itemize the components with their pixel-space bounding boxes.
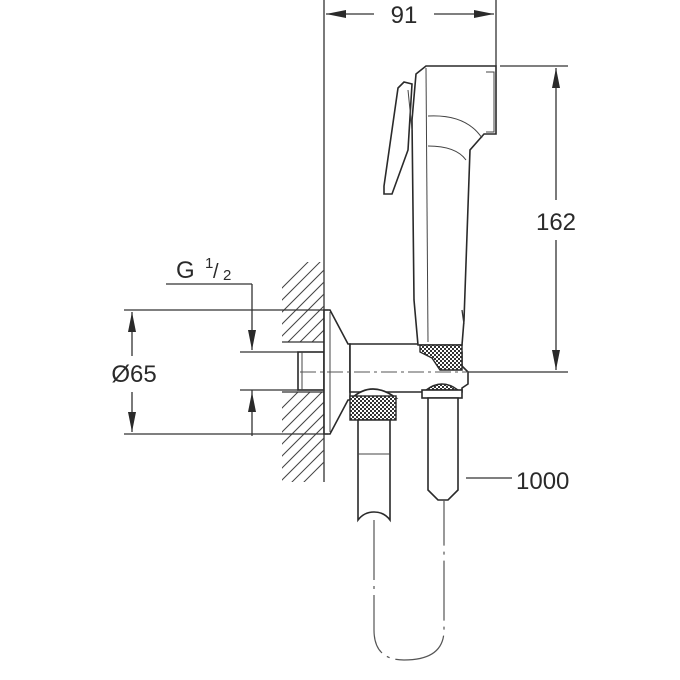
dimension-flange-diameter-label: Ø65 [111,361,156,388]
dimension-thread-letter: G [176,257,195,284]
dimension-width: 91 [326,0,497,66]
hand-shower [411,65,497,346]
hose [357,397,459,661]
hand-shower-lever [383,81,413,195]
dimension-thread: G 1 / 2 [166,255,298,436]
hand-shower-knurl [419,344,463,371]
dimension-thread-numerator: 1 [205,255,213,272]
dimension-flange-diameter: Ø65 [111,309,328,435]
wall-hatch-top [282,262,324,342]
dimension-hose-length: 1000 [466,468,569,495]
dimension-width-label: 91 [391,2,418,29]
dimension-thread-slash: / [213,261,219,283]
hose-nut-left [349,388,399,421]
threaded-connector [297,351,325,391]
dimension-hose-length-label: 1000 [516,468,569,495]
dimension-height-label: 162 [536,209,576,236]
wall [282,0,325,482]
dimension-thread-denominator: 2 [223,267,231,284]
wall-hatch-bottom [282,392,324,482]
dimension-height: 162 [468,65,576,373]
